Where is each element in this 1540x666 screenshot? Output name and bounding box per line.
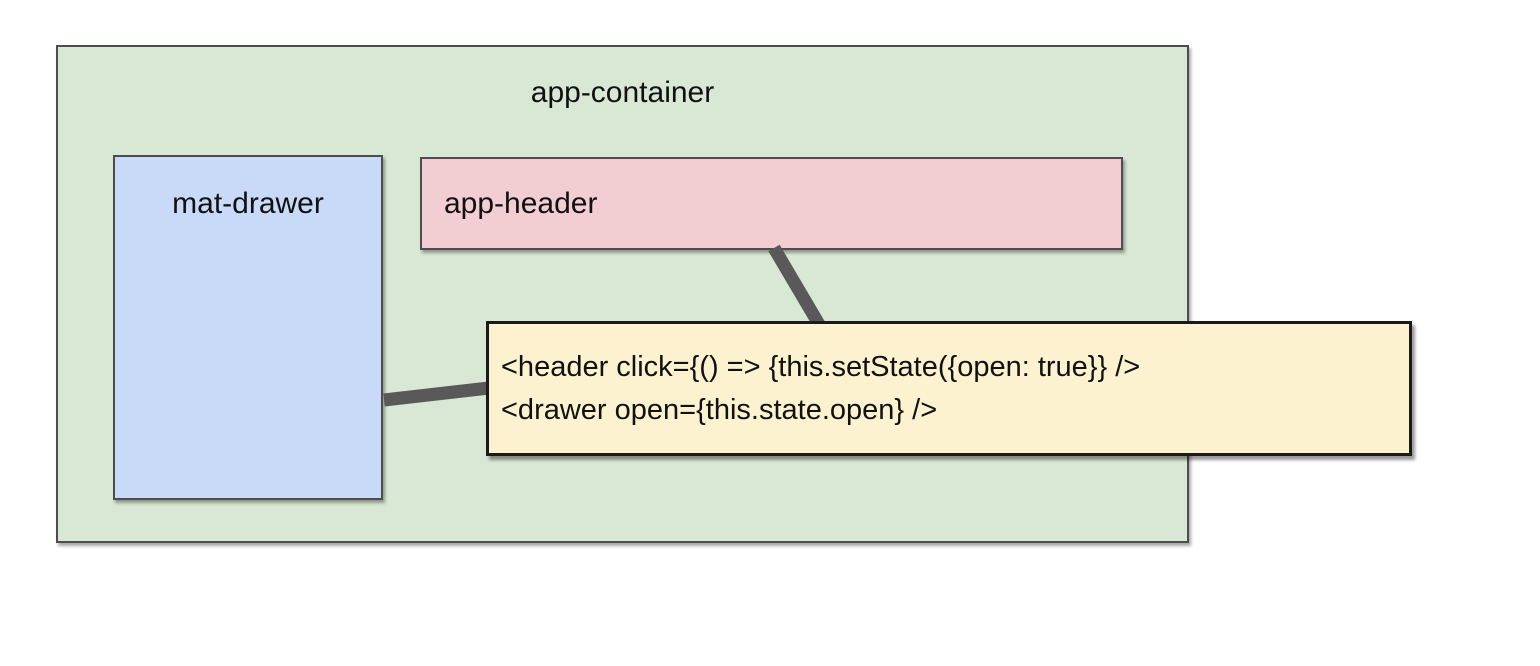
- app-container-label: app-container: [530, 76, 715, 109]
- app-header-label: app-header: [444, 186, 598, 220]
- mat-drawer-label: mat-drawer: [172, 187, 324, 220]
- app-container-box: app-container mat-drawer app-header: [56, 45, 1189, 543]
- code-line-2: <drawer open={this.state.open} />: [501, 393, 938, 426]
- app-header-box: app-header: [420, 157, 1123, 250]
- mat-drawer-box: mat-drawer: [113, 155, 383, 500]
- code-line-1: <header click={() => {this.setState({ope…: [501, 350, 1141, 383]
- code-annotation-box: <header click={() => {this.setState({ope…: [486, 321, 1412, 456]
